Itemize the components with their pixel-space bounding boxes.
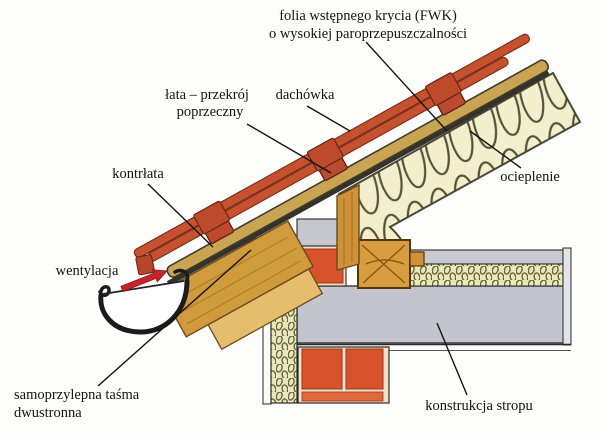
leader-tasma [97,249,252,387]
battens [205,91,466,244]
label-ocieplenie: ocieplenie [500,169,560,185]
gutter-bead-right [173,268,190,283]
floor-assembly [296,247,572,352]
gutter-bead-left [98,285,111,297]
label-wentylacja: wentylacja [56,263,119,279]
eave-tile-nose [135,254,155,276]
ventilation-arrow [120,269,168,293]
gutter-back-edge [102,280,185,295]
counter-batten [166,59,549,278]
leader-fwk [365,41,448,132]
label-konstrukcja-stropu: konstrukcja stropu [425,398,533,414]
rafter-tail-board [336,183,360,271]
fwk-membrane [166,70,550,286]
label-tasma-line1: samoprzylepna taśma [14,387,140,403]
label-lata-line1: łata – przekrój [165,87,249,103]
floor-slab-concrete [296,285,565,344]
leader-lata [246,123,332,174]
floor-insulation-layer [397,263,564,287]
leader-dachowka [306,105,351,132]
roof-slope-assembly [133,33,550,351]
support-block [409,251,425,267]
tile-joint [193,200,230,235]
leader-lines [97,41,522,396]
label-fwk-line2: o wysokiej paroprzepuszczalności [269,26,467,42]
label-lata-line2: poprzeczny [177,104,245,120]
roof-tiles [133,33,530,276]
labels: folia wstępnego krycia (FWK) o wysokiej … [14,8,560,421]
wall-plate-beam [357,239,411,289]
gutter [98,268,190,335]
tile-joint [425,72,462,106]
label-dachowka: dachówka [276,87,335,103]
label-tasma-line2: dwustronna [14,405,82,421]
brick-wall-lower [297,346,390,404]
floor-screed [407,249,564,265]
leader-ocieplenie [469,130,522,169]
label-fwk-line1: folia wstępnego krycia (FWK) [279,8,457,24]
label-kontrlata: kontrłata [112,166,164,182]
slab-edge-face [562,247,572,346]
leader-konstrukcja [436,322,468,396]
leader-kontrlata [147,183,214,248]
